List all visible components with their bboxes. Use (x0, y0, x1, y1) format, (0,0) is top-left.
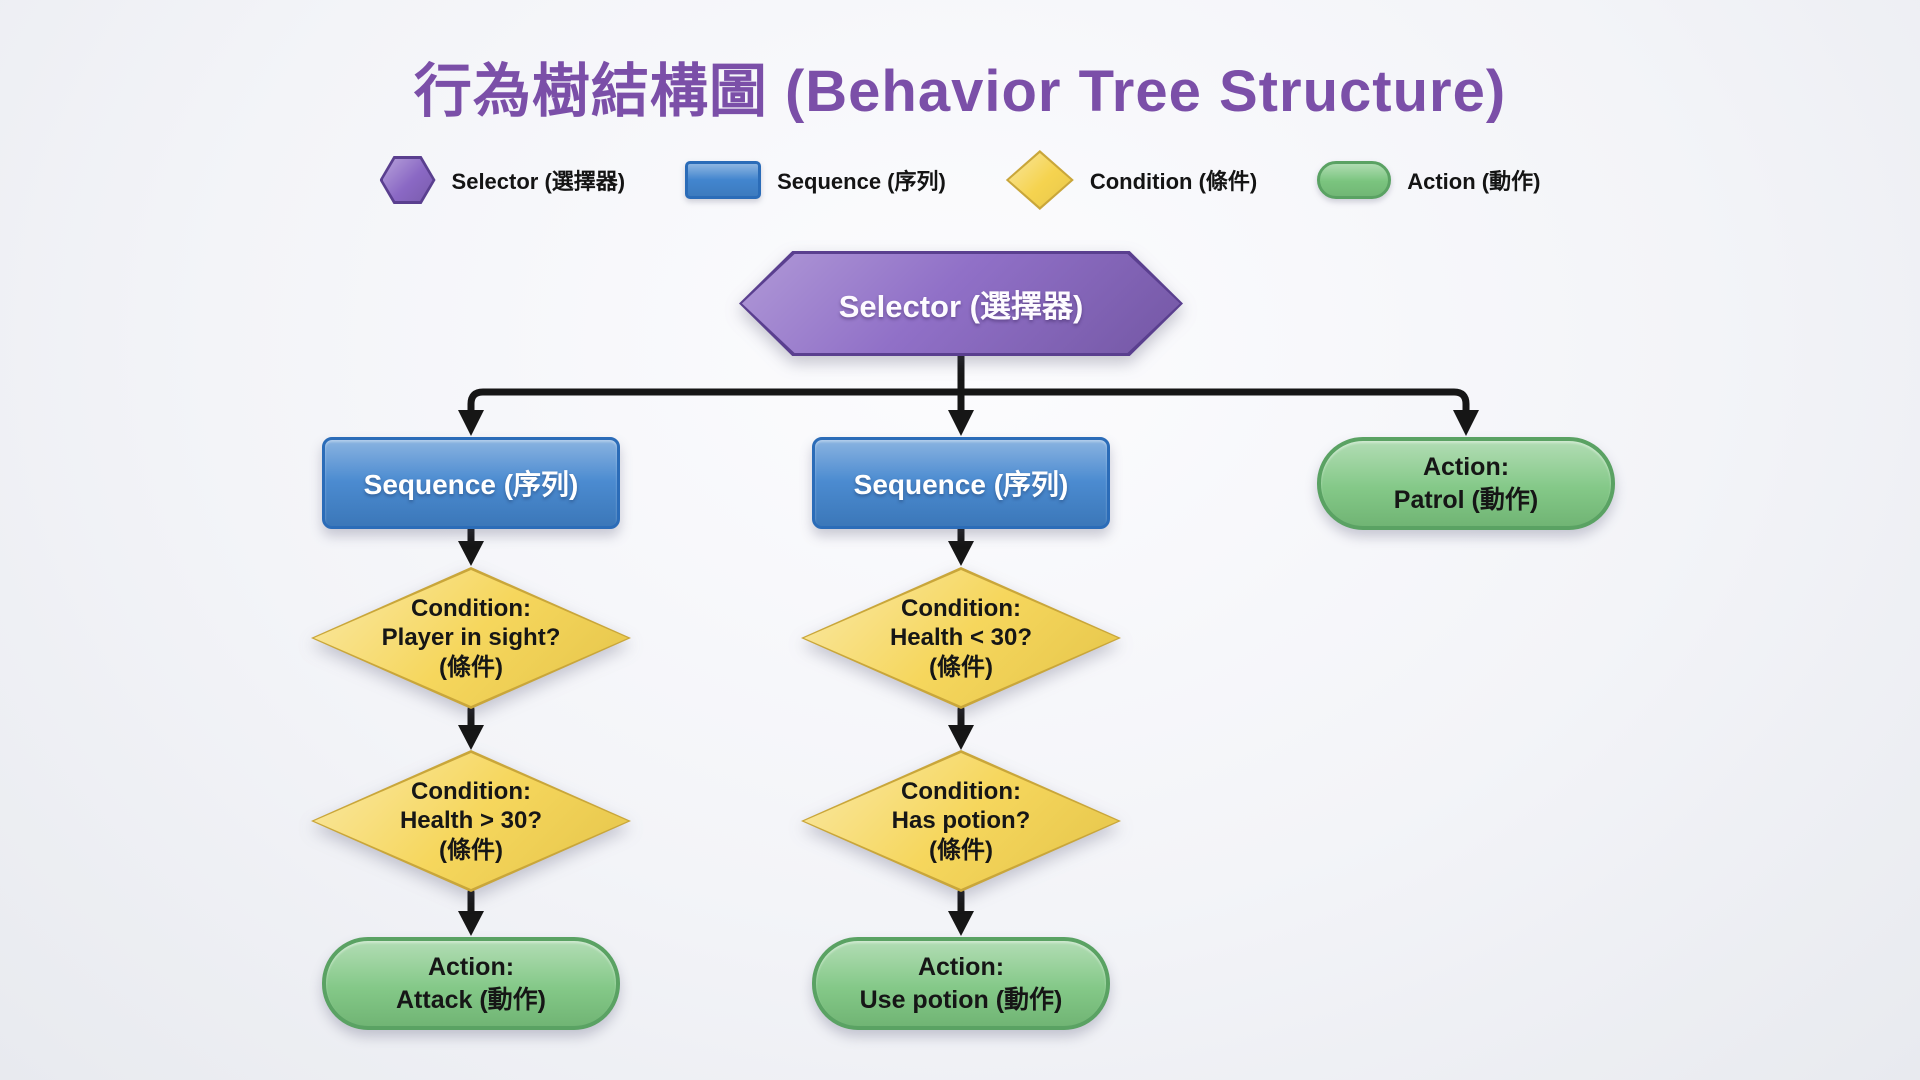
action-line-1: Action: (917, 953, 1005, 981)
node-sequence-mid: Sequence (序列) (812, 437, 1110, 529)
condition-line-2: Has potion? (891, 807, 1031, 835)
condition-diamond-icon (1005, 150, 1074, 210)
condition-line-3: (條件) (929, 653, 993, 681)
node-root-selector-label: Selector (選擇器) (838, 289, 1084, 324)
action-line-2: Patrol (動作) (1393, 485, 1539, 514)
node-condition-has-potion: Condition: Has potion? (條件) (801, 750, 1121, 892)
action-line-2: Use potion (動作) (859, 985, 1063, 1014)
condition-line-2: Health < 30? (889, 624, 1033, 652)
legend-item-selector: Selector (選擇器) (379, 156, 626, 204)
legend: Selector (選擇器) Sequence (序列) Condition (… (0, 150, 1920, 210)
page-title: 行為樹結構圖 (Behavior Tree Structure) (413, 59, 1507, 124)
node-root-selector: Selector (選擇器) (739, 251, 1183, 356)
node-sequence-left-label: Sequence (序列) (363, 469, 579, 500)
node-sequence-left: Sequence (序列) (322, 437, 620, 529)
action-line-1: Action: (1422, 453, 1510, 481)
legend-label-selector: Selector (選擇器) (451, 169, 626, 194)
condition-line-2: Player in sight? (381, 624, 561, 652)
condition-line-3: (條件) (929, 836, 993, 864)
legend-label-action: Action (動作) (1407, 169, 1541, 194)
condition-line-1: Condition: (411, 778, 531, 806)
node-sequence-mid-label: Sequence (序列) (853, 469, 1069, 500)
node-action-attack: Action: Attack (動作) (322, 937, 620, 1030)
condition-line-3: (條件) (439, 653, 503, 681)
condition-line-1: Condition: (411, 595, 531, 623)
sequence-rectangle-icon (685, 161, 762, 199)
legend-label-sequence: Sequence (序列) (777, 169, 946, 194)
node-condition-health-lt-30: Condition: Health < 30? (條件) (801, 567, 1121, 709)
legend-item-sequence: Sequence (序列) (685, 161, 946, 199)
condition-line-1: Condition: (901, 778, 1021, 806)
node-condition-health-gt-30: Condition: Health > 30? (條件) (311, 750, 631, 892)
action-line-2: Attack (動作) (395, 985, 546, 1014)
node-action-patrol: Action: Patrol (動作) (1317, 437, 1615, 530)
legend-item-condition: Condition (條件) (1005, 150, 1258, 210)
condition-line-2: Health > 30? (399, 807, 543, 835)
action-pill-icon (1317, 161, 1392, 199)
selector-hexagon-icon (379, 156, 436, 204)
action-line-1: Action: (427, 953, 515, 981)
node-condition-player-in-sight: Condition: Player in sight? (條件) (311, 567, 631, 709)
legend-item-action: Action (動作) (1317, 161, 1540, 199)
condition-line-1: Condition: (901, 595, 1021, 623)
condition-line-3: (條件) (439, 836, 503, 864)
node-action-use-potion: Action: Use potion (動作) (812, 937, 1110, 1030)
legend-label-condition: Condition (條件) (1089, 169, 1258, 194)
